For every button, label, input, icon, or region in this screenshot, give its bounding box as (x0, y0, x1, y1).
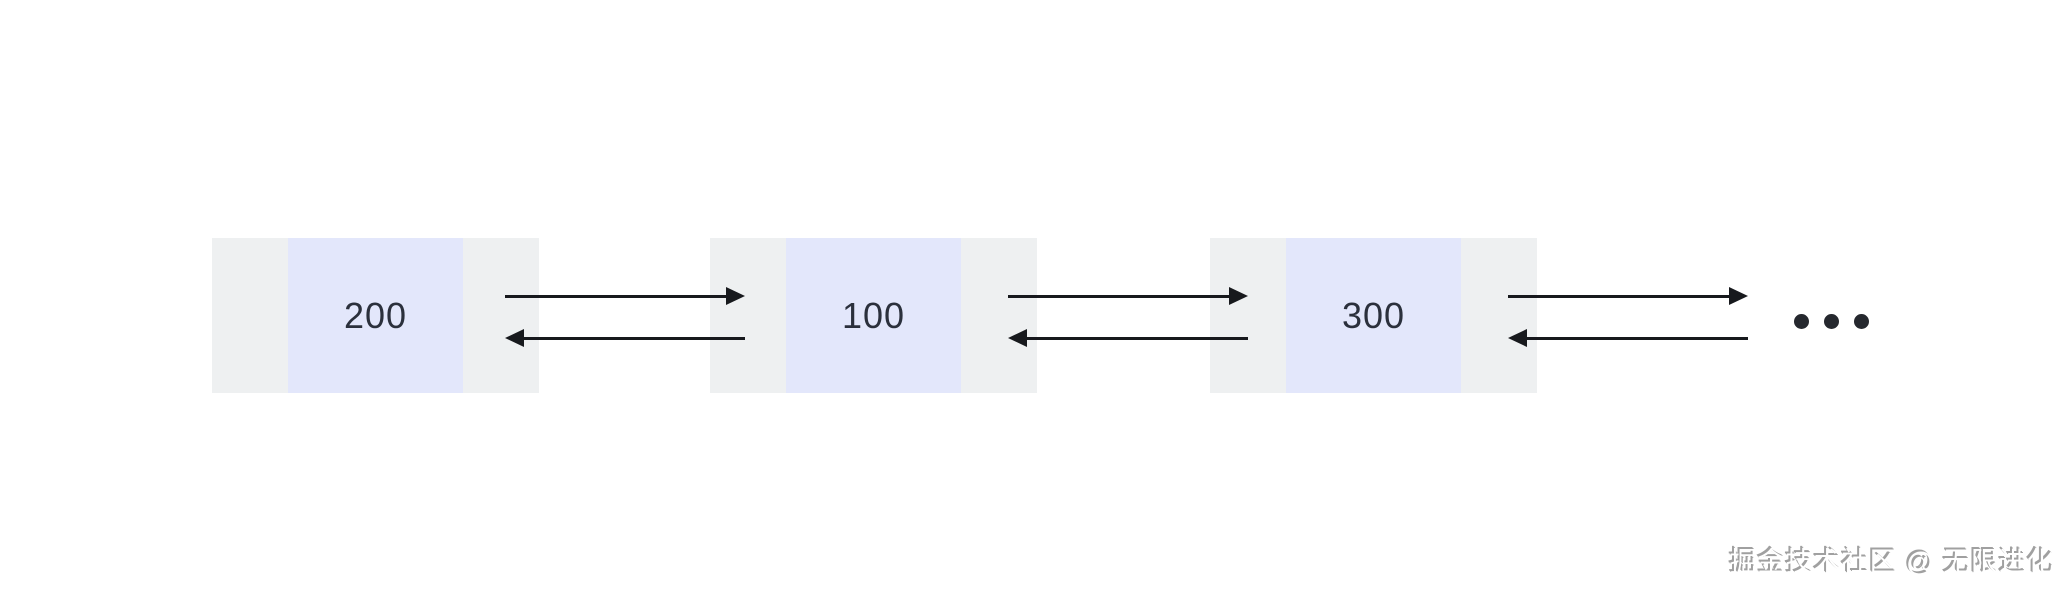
next-arrow-icon (505, 287, 745, 305)
next-pointer-cell (1461, 238, 1537, 393)
arrow-line (1508, 294, 1733, 298)
ellipsis-icon (1794, 314, 1869, 329)
link-arrows (505, 287, 745, 347)
link-arrows (1008, 287, 1248, 347)
prev-pointer-cell (710, 238, 786, 393)
prev-arrow-icon (505, 329, 745, 347)
node-value: 100 (786, 238, 961, 393)
arrow-line (505, 294, 730, 298)
next-arrow-icon (1508, 287, 1748, 305)
arrow-line (1523, 336, 1748, 340)
ellipsis-dot (1854, 314, 1869, 329)
prev-pointer-cell (212, 238, 288, 393)
arrowhead-left-icon (1508, 329, 1527, 347)
arrow-line (520, 336, 745, 340)
next-pointer-cell (961, 238, 1037, 393)
node-value: 200 (288, 238, 463, 393)
prev-arrow-icon (1008, 329, 1248, 347)
arrow-line (1023, 336, 1248, 340)
node-value: 300 (1286, 238, 1461, 393)
list-node: 300 (1210, 238, 1537, 393)
ellipsis-dot (1824, 314, 1839, 329)
link-arrows (1508, 287, 1748, 347)
arrowhead-left-icon (505, 329, 524, 347)
arrow-line (1008, 294, 1233, 298)
arrowhead-right-icon (1229, 287, 1248, 305)
arrowhead-left-icon (1008, 329, 1027, 347)
ellipsis-dot (1794, 314, 1809, 329)
prev-arrow-icon (1508, 329, 1748, 347)
list-node: 100 (710, 238, 1037, 393)
arrowhead-right-icon (1729, 287, 1748, 305)
arrowhead-right-icon (726, 287, 745, 305)
prev-pointer-cell (1210, 238, 1286, 393)
list-node: 200 (212, 238, 539, 393)
next-pointer-cell (463, 238, 539, 393)
next-arrow-icon (1008, 287, 1248, 305)
watermark-text: 掘金技术社区 @ 无限进化 (1729, 547, 2055, 577)
